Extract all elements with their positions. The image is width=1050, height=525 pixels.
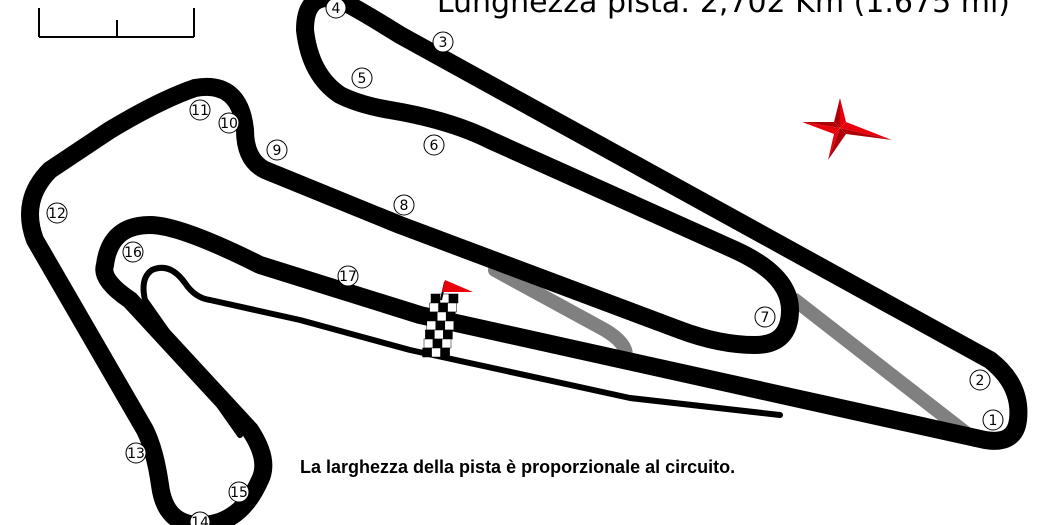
corner-marker-16: 16	[122, 241, 144, 263]
corner-marker-12: 12	[46, 202, 68, 224]
corner-label: 3	[439, 35, 448, 51]
corner-label: 12	[48, 206, 66, 222]
corner-label: 17	[339, 269, 357, 285]
corner-label: 16	[124, 245, 142, 261]
circuit-track	[21, 0, 1028, 525]
corner-marker-3: 3	[432, 31, 454, 53]
corner-marker-1: 1	[982, 409, 1004, 431]
corner-marker-17: 17	[337, 265, 359, 287]
track-length-title: Lunghezza pista: 2,702 Km (1.675 mi)	[437, 0, 1010, 20]
corner-label: 14	[191, 515, 209, 525]
corner-marker-11: 11	[189, 99, 211, 121]
corner-marker-6: 6	[423, 134, 445, 156]
corner-label: 15	[230, 485, 248, 501]
checkered-flag-icon	[422, 280, 473, 358]
corner-marker-10: 10	[218, 112, 240, 134]
corner-marker-9: 9	[266, 139, 288, 161]
corner-label: 8	[400, 198, 409, 214]
corner-label: 1	[989, 413, 998, 429]
corner-label: 6	[430, 138, 439, 154]
scale-bar-icon	[38, 8, 195, 38]
corner-label: 2	[976, 373, 985, 389]
corner-marker-14: 14	[189, 511, 211, 525]
corner-label: 5	[358, 71, 367, 87]
flag-pennant	[442, 280, 473, 292]
corner-label: 11	[191, 103, 209, 119]
compass-rose-icon	[802, 98, 892, 160]
corner-marker-7: 7	[754, 306, 776, 328]
corner-marker-8: 8	[393, 194, 415, 216]
corner-label: 9	[273, 143, 282, 159]
corner-marker-5: 5	[351, 67, 373, 89]
track-width-note: La larghezza della pista è proporzionale…	[300, 457, 735, 477]
corner-label: 13	[127, 446, 145, 462]
corner-marker-13: 13	[125, 442, 147, 464]
corner-label: 10	[220, 116, 238, 132]
inner-circuit-track	[140, 264, 783, 438]
corner-marker-2: 2	[969, 369, 991, 391]
corner-label: 7	[761, 310, 770, 326]
corner-marker-15: 15	[228, 481, 250, 503]
corner-marker-4: 4	[325, 0, 347, 19]
corner-label: 4	[332, 1, 341, 17]
